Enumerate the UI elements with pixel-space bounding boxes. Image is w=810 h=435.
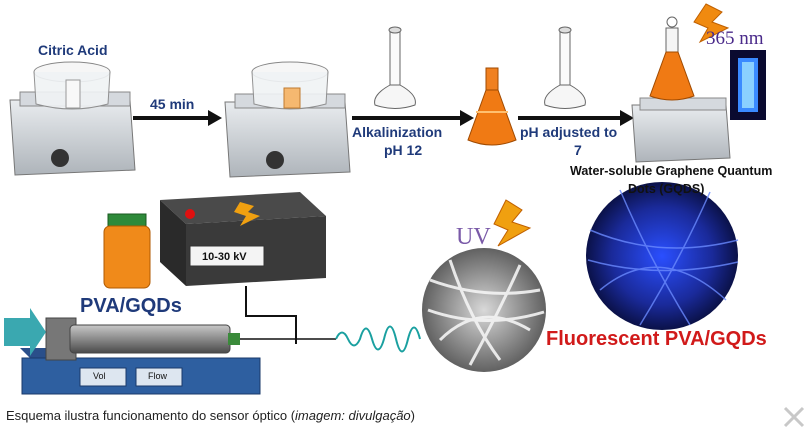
arrow-ph-adjust — [518, 110, 634, 126]
pump-flow-label: Flow — [148, 371, 168, 381]
label-gqd-line2: Dots (GQDS) — [628, 182, 705, 196]
nanofiber-blue — [586, 182, 739, 330]
caption-end: ) — [410, 408, 416, 423]
caption-text: Esquema ilustra funcionamento do sensor … — [6, 408, 296, 423]
close-icon[interactable] — [782, 405, 806, 429]
electric-wave — [335, 325, 421, 353]
push-arrow-icon — [4, 308, 46, 356]
uv-bolt-icon — [493, 199, 532, 247]
syringe — [45, 317, 240, 361]
lightning-bolt-icon — [693, 3, 730, 44]
hot-plate-1 — [9, 61, 136, 176]
caption-credit: imagem: divulgação — [295, 408, 411, 423]
label-citric-acid: Citric Acid — [38, 42, 108, 58]
label-gqd-line1: Water-soluble Graphene Quantum — [570, 164, 773, 178]
hot-plate-2 — [224, 61, 351, 178]
label-voltage: 10-30 kV — [202, 251, 247, 263]
label-ph-adjusted: pH adjusted to — [520, 124, 618, 140]
high-voltage-box — [160, 192, 326, 286]
erlenmeyer-orange — [467, 67, 517, 146]
label-ph7: 7 — [574, 142, 582, 158]
fluorescent-cuvette — [730, 50, 766, 120]
pva-gqds-bottle — [103, 213, 151, 289]
pump-vol-label: Vol — [93, 371, 106, 381]
arrow-45min — [133, 110, 222, 126]
image-caption: Esquema ilustra funcionamento do sensor … — [6, 408, 415, 423]
label-uv: UV — [456, 224, 491, 250]
label-wavelength: 365 nm — [706, 28, 764, 49]
wire — [245, 286, 297, 344]
hot-plate-3 — [631, 16, 731, 163]
volumetric-flask-2 — [544, 26, 586, 109]
label-time: 45 min — [150, 96, 195, 112]
label-alkalinization: Alkalinization — [352, 124, 443, 140]
nanofiber-grey — [422, 248, 546, 372]
label-fluorescent: Fluorescent PVA/GQDs — [546, 328, 767, 350]
volumetric-flask-1 — [374, 26, 416, 109]
label-ph12: pH 12 — [384, 142, 423, 158]
arrow-alkalinization — [352, 110, 474, 126]
voltage-bolt-icon — [234, 202, 260, 226]
label-pva-gqds: PVA/GQDs — [80, 295, 182, 317]
